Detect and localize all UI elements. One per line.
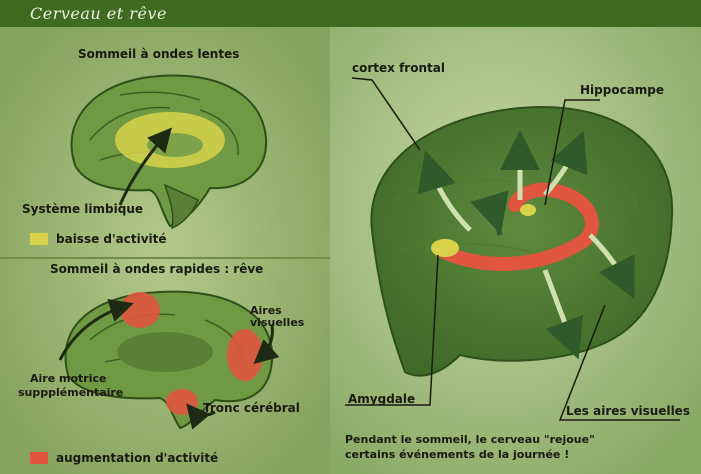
caption-line1: Pendant le sommeil, le cerveau "rejoue" (345, 434, 595, 446)
visual-area (227, 329, 263, 381)
title-bar: Cerveau et rêve (0, 0, 701, 27)
legend-low-activity: baisse d'activité (56, 233, 167, 246)
label-hippocampus: Hippocampe (580, 84, 664, 97)
label-visual-areas-small: Aires visuelles (250, 305, 305, 328)
label-visual-areas-right: Les aires visuelles (566, 405, 690, 418)
figure-title: Cerveau et rêve (30, 4, 167, 23)
label-limbic-system: Système limbique (22, 203, 143, 216)
heading-rem: Sommeil à ondes rapides : rêve (50, 263, 263, 276)
heading-slow-wave: Sommeil à ondes lentes (78, 48, 239, 61)
legend-swatch-low (30, 233, 48, 245)
label-visual-line1: Aires visuelles (250, 305, 305, 328)
motor-area (120, 292, 160, 328)
label-motor-line2: suppplémentaire (18, 387, 123, 399)
legend-high-activity: augmentation d'activité (56, 452, 218, 465)
label-motor-line1: Aire motrice (30, 373, 106, 385)
caption-line2: certains événements de la journée ! (345, 449, 569, 461)
legend-swatch-high (30, 452, 48, 464)
label-brainstem: Tronc cérébral (203, 402, 300, 415)
amygdala-region (431, 239, 459, 257)
label-frontal-cortex: cortex frontal (352, 62, 445, 75)
label-amygdala: Amygdale (348, 393, 415, 406)
